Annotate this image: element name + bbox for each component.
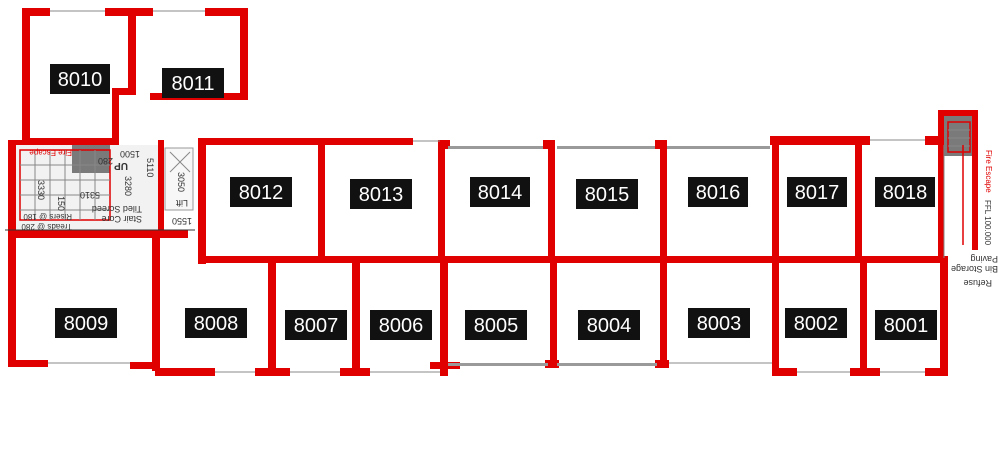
- up-label: UP: [114, 160, 128, 171]
- dim-3330: 3330: [36, 180, 46, 200]
- dim-5310: 5310: [80, 190, 100, 200]
- room-number: 8013: [359, 184, 404, 206]
- room-number: 8004: [587, 315, 632, 337]
- room-8001: 8001: [875, 310, 937, 340]
- room-number: 8009: [64, 313, 109, 335]
- dim-150: 150: [56, 196, 66, 211]
- paving-label: Paving: [970, 254, 998, 264]
- tiled-screed-label: Tiled Screed: [92, 204, 142, 214]
- room-number: 8012: [239, 182, 284, 204]
- room-8002: 8002: [785, 308, 847, 338]
- dim-5110: 5110: [145, 158, 155, 177]
- room-8009: 8009: [55, 308, 117, 338]
- walls: [8, 8, 978, 376]
- treads-label: Treads @ 280: [21, 222, 72, 231]
- room-number: 8016: [696, 182, 741, 204]
- room-8014: 8014: [470, 177, 530, 207]
- room-number: 8007: [294, 315, 339, 337]
- room-number: 8001: [884, 315, 929, 337]
- room-8005: 8005: [465, 310, 527, 340]
- room-8013: 8013: [350, 179, 412, 209]
- room-8010: 8010: [50, 64, 110, 94]
- dim-1500: 1500: [120, 149, 140, 159]
- dim-1550: 1550: [172, 216, 192, 226]
- dim-280: 280: [98, 156, 113, 166]
- room-number: 8015: [585, 184, 630, 206]
- dim-3050: 3050: [176, 172, 186, 192]
- refuse-label: Refuse: [963, 278, 992, 288]
- room-8007: 8007: [285, 310, 347, 340]
- room-number: 8003: [697, 313, 742, 335]
- room-8018: 8018: [875, 177, 935, 207]
- fire-escape-label-left: Fire Escape: [29, 148, 72, 157]
- lift-label: Lift: [175, 198, 188, 208]
- room-8008: 8008: [185, 308, 247, 338]
- room-8015: 8015: [576, 179, 638, 209]
- room-number: 8010: [58, 69, 103, 91]
- bin-storage-label: Bin Storage: [951, 264, 998, 274]
- room-8016: 8016: [688, 177, 748, 207]
- room-labels: 8010 8011 8012 8013 8014 8015 8016 8017: [50, 64, 937, 340]
- fire-escape-right: Fire Escape FFL 100.000 Refuse Bin Stora…: [944, 116, 998, 288]
- room-number: 8014: [478, 182, 523, 204]
- room-8011: 8011: [162, 68, 224, 98]
- room-number: 8017: [795, 182, 840, 204]
- room-number: 8005: [474, 315, 519, 337]
- room-number: 8006: [379, 315, 424, 337]
- room-8004: 8004: [578, 310, 640, 340]
- glazing: [48, 10, 945, 373]
- room-number: 8011: [171, 73, 214, 95]
- room-8006: 8006: [370, 310, 432, 340]
- fire-escape-label-right: Fire Escape: [984, 150, 993, 193]
- room-8003: 8003: [688, 308, 750, 338]
- dim-3280: 3280: [123, 176, 133, 196]
- risers-label: Risers @ 180: [23, 212, 72, 221]
- room-8012: 8012: [230, 177, 292, 207]
- stair-core-label: Stair Core: [101, 214, 142, 224]
- room-number: 8018: [883, 182, 928, 204]
- room-8017: 8017: [787, 177, 847, 207]
- room-number: 8008: [194, 313, 239, 335]
- ffl-label: FFL 100.000: [983, 200, 992, 246]
- room-number: 8002: [794, 313, 839, 335]
- stair-core: Fire Escape UP 280 1500 5110 3280 5310 3…: [5, 145, 195, 231]
